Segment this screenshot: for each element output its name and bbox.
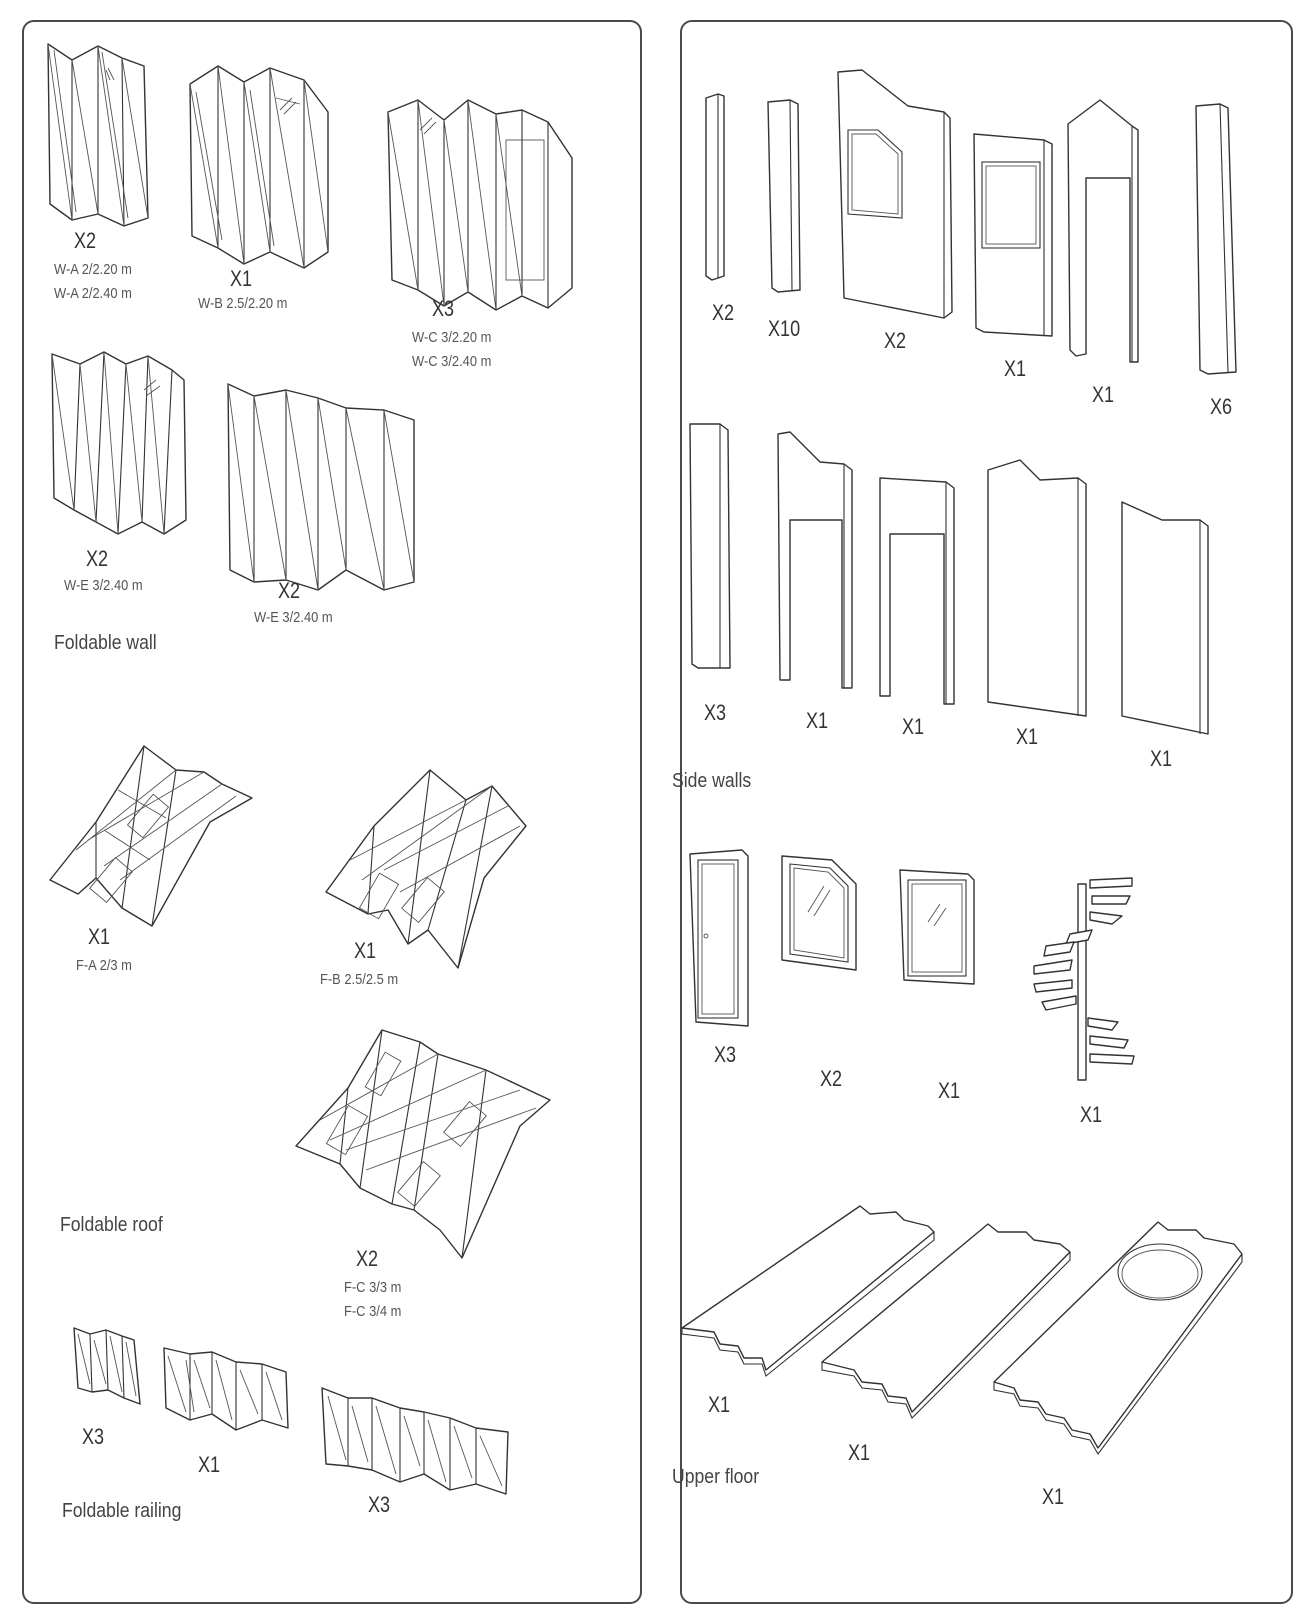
wall-w-a-quantity: X2 — [74, 228, 97, 253]
wall-w-e-1-quantity: X2 — [86, 546, 109, 571]
wall-w-e-2-spec: W-E 3/2.40 m — [254, 609, 333, 626]
foldable-railing-caption: Foldable railing — [62, 1500, 182, 1522]
roof-f-a-quantity: X1 — [88, 924, 111, 949]
roof-f-c-quantity: X2 — [356, 1246, 379, 1271]
upper-floor-caption: Upper floor — [672, 1466, 760, 1488]
railing-2-quantity: X1 — [198, 1452, 221, 1477]
right-panel — [680, 20, 1293, 1604]
side-wall-post-quantity: X3 — [704, 700, 727, 725]
wall-w-c-spec-1: W-C 3/2.20 m — [412, 329, 492, 346]
roof-f-b-quantity: X1 — [354, 938, 377, 963]
side-walls-caption: Side walls — [672, 770, 752, 792]
door-frame-quantity: X3 — [714, 1042, 737, 1067]
wall-w-b-spec: W-B 2.5/2.20 m — [198, 295, 288, 312]
side-wall-door-quantity: X1 — [902, 714, 925, 739]
wall-w-e-1-spec: W-E 3/2.40 m — [64, 577, 143, 594]
post-x6-quantity: X6 — [1210, 394, 1233, 419]
angled-window-quantity: X2 — [820, 1066, 843, 1091]
roof-f-b-spec: F-B 2.5/2.5 m — [320, 971, 399, 988]
side-wall-gable-quantity: X1 — [1016, 724, 1039, 749]
wall-w-c-quantity: X3 — [432, 296, 455, 321]
wall-w-c-spec-2: W-C 3/2.40 m — [412, 353, 492, 370]
door-panel-quantity: X1 — [1004, 356, 1027, 381]
wall-w-e-2-quantity: X2 — [278, 578, 301, 603]
foldable-wall-caption: Foldable wall — [54, 632, 157, 654]
gable-doorway-quantity: X1 — [1092, 382, 1115, 407]
spiral-staircase-quantity: X1 — [1080, 1102, 1103, 1127]
roof-f-a-spec: F-A 2/3 m — [76, 957, 132, 974]
roof-f-c-spec-2: F-C 3/4 m — [344, 1303, 402, 1320]
railing-1-quantity: X3 — [82, 1424, 105, 1449]
wall-w-a-spec-2: W-A 2/2.40 m — [54, 285, 132, 302]
upper-floor-2-quantity: X1 — [848, 1440, 871, 1465]
railing-3-quantity: X3 — [368, 1492, 391, 1517]
foldable-roof-caption: Foldable roof — [60, 1214, 163, 1236]
square-window-quantity: X1 — [938, 1078, 961, 1103]
roof-f-c-spec-1: F-C 3/3 m — [344, 1279, 402, 1296]
left-panel — [22, 20, 642, 1604]
gable-panel-window-quantity: X2 — [884, 328, 907, 353]
post-x10-quantity: X10 — [768, 316, 801, 341]
post-x2-quantity: X2 — [712, 300, 735, 325]
side-wall-panel-quantity: X1 — [1150, 746, 1173, 771]
upper-floor-3-quantity: X1 — [1042, 1484, 1065, 1509]
side-wall-gable-door-quantity: X1 — [806, 708, 829, 733]
upper-floor-1-quantity: X1 — [708, 1392, 731, 1417]
wall-w-b-quantity: X1 — [230, 266, 253, 291]
wall-w-a-spec-1: W-A 2/2.20 m — [54, 261, 132, 278]
